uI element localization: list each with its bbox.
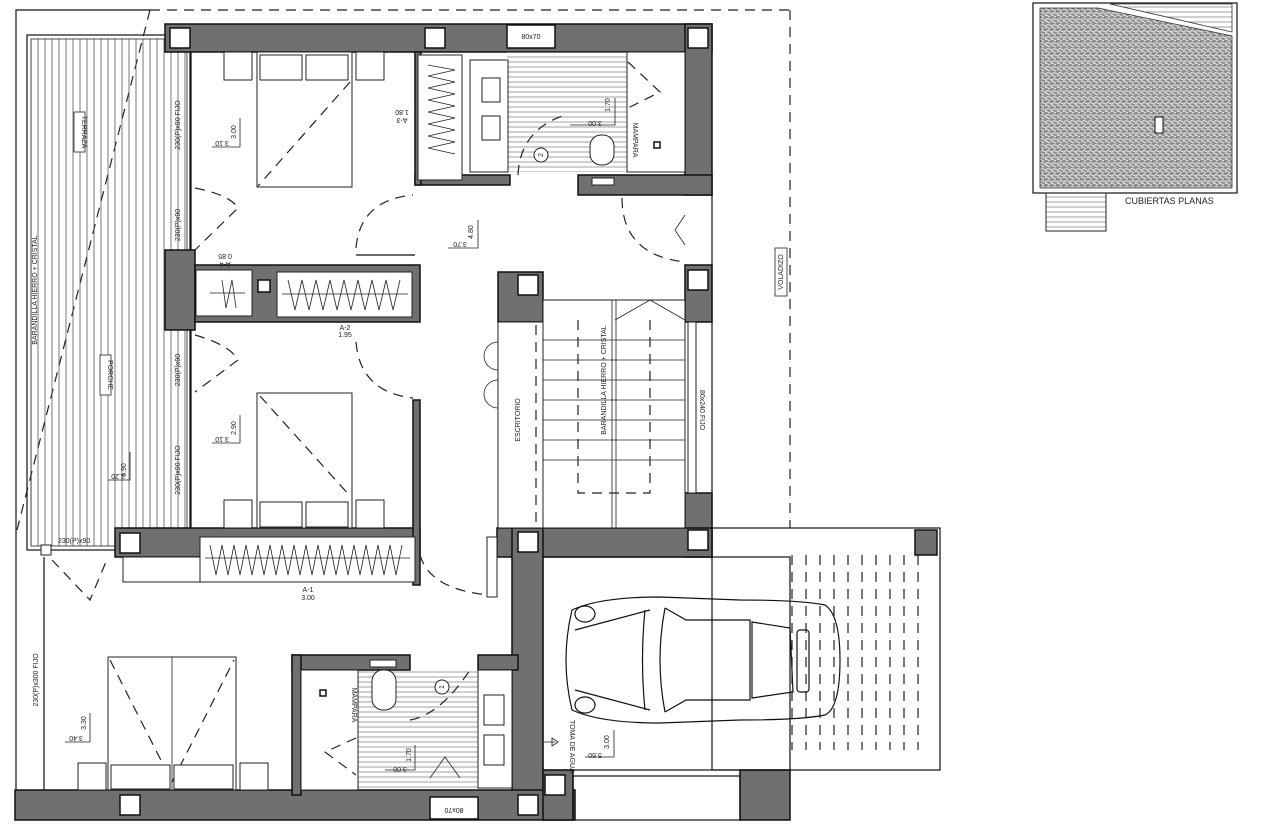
pillars: 80x70 80x70 — [119, 24, 709, 820]
bedroom1-dim-b: 3.10 — [215, 139, 229, 146]
wardrobe-a4-code: A-4 — [219, 260, 230, 267]
wardrobe-a3-width: 1.80 — [395, 108, 409, 115]
bedroom-1: 3.00 3.10 A-3 1.80 — [194, 51, 463, 251]
garage-dim-b: 5.60 — [588, 751, 602, 758]
stair-railing-label: BARANDILLA HIERRO + CRISTAL — [601, 325, 608, 434]
wardrobe-a4-width: 0.85 — [218, 252, 232, 259]
master-bedroom: A-1 3.00 3.30 3.40 — [51, 536, 498, 791]
wardrobe-a2-code: A-2 — [340, 325, 351, 332]
window-label-3: 230(P)x90 — [175, 354, 182, 386]
master-dim-b: 3.40 — [69, 734, 83, 741]
desk-label: ESCRITORIO — [515, 398, 522, 442]
garage-dim-a: 3.00 — [604, 735, 611, 749]
bath2-dim-a: 1.70 — [605, 98, 612, 112]
terrace-dim-b: 2.20 — [111, 472, 125, 479]
porch-label: PORCHE — [106, 360, 113, 390]
bedroom2-dim-a: 2.90 — [231, 421, 238, 435]
bedroom-2: A-4 0.85 A-2 1.95 2.90 3.10 — [194, 252, 414, 529]
wardrobe-a3-code: A-3 — [396, 116, 407, 123]
window-labels: 230(P)x90 FIJO 230(P)x90 230(P)x90 230(P… — [33, 52, 191, 790]
bath2-dim-b: 3.00 — [588, 119, 602, 126]
window-label-2: 230(P)x90 — [175, 209, 182, 241]
hall: 4.80 3.70 — [355, 194, 686, 263]
overhang-label: VOLADIZO — [778, 254, 785, 290]
bath1-dim-a: 1.70 — [406, 748, 413, 762]
water-outlet-label: TOMA DE AGUA — [568, 720, 575, 773]
bath2-number: 2 — [538, 153, 545, 157]
terrace-label: TERRAZA — [80, 116, 87, 149]
bath2-window-label: 80x70 — [521, 34, 540, 41]
window-label-5: 230(P)x90 — [58, 538, 90, 545]
window-label-1: 230(P)x90 FIJO — [175, 100, 182, 150]
bedroom2-dim-b: 3.10 — [215, 435, 229, 442]
roof-plan: CUBIERTAS PLANAS — [1032, 2, 1238, 232]
stair-window-label: 80x240 FIJO — [698, 390, 705, 431]
bath1-number: 1 — [439, 685, 446, 689]
terrace: TERRAZA BARANDILLA HIERRO + CRISTAL PORC… — [26, 34, 192, 556]
bath1-dim-b: 3.00 — [393, 765, 407, 772]
roof-label: CUBIERTAS PLANAS — [1125, 196, 1214, 206]
bathroom-1: MAMPARA 1.70 3.00 1 — [300, 659, 513, 792]
master-dim-a: 3.30 — [81, 716, 88, 730]
bath2-screen-label: MAMPARA — [631, 123, 638, 158]
overhang: VOLADIZO — [774, 247, 788, 297]
wardrobe-a1-width: 3.00 — [301, 595, 315, 602]
terrace-dim-a: 6.90 — [121, 463, 128, 477]
pergola — [711, 527, 941, 771]
car-icon — [565, 596, 841, 724]
wardrobe-a2-width: 1.95 — [338, 332, 352, 339]
wardrobe-a1-code: A-1 — [303, 587, 314, 594]
bath1-window-label: 80x70 — [444, 806, 463, 813]
staircase: ESCRITORIO BARANDILLA HIERRO + CRISTAL 8… — [483, 299, 705, 529]
terrace-railing-label: BARANDILLA HIERRO + CRISTAL — [32, 235, 39, 344]
hall-dim-b: 3.70 — [453, 240, 467, 247]
garage: TOMA DE AGUA 3.00 5.60 — [542, 556, 841, 821]
hall-dim-a: 4.80 — [468, 225, 475, 239]
bathroom-2: 1.70 3.00 MAMPARA 2 — [469, 51, 686, 186]
window-label-6: 230(P)x300 FIJO — [33, 653, 40, 707]
bedroom1-dim-a: 3.00 — [231, 125, 238, 139]
bath1-screen-label: MAMPARA — [350, 688, 357, 723]
window-label-4: 230(P)x90 FIJO — [175, 445, 182, 495]
